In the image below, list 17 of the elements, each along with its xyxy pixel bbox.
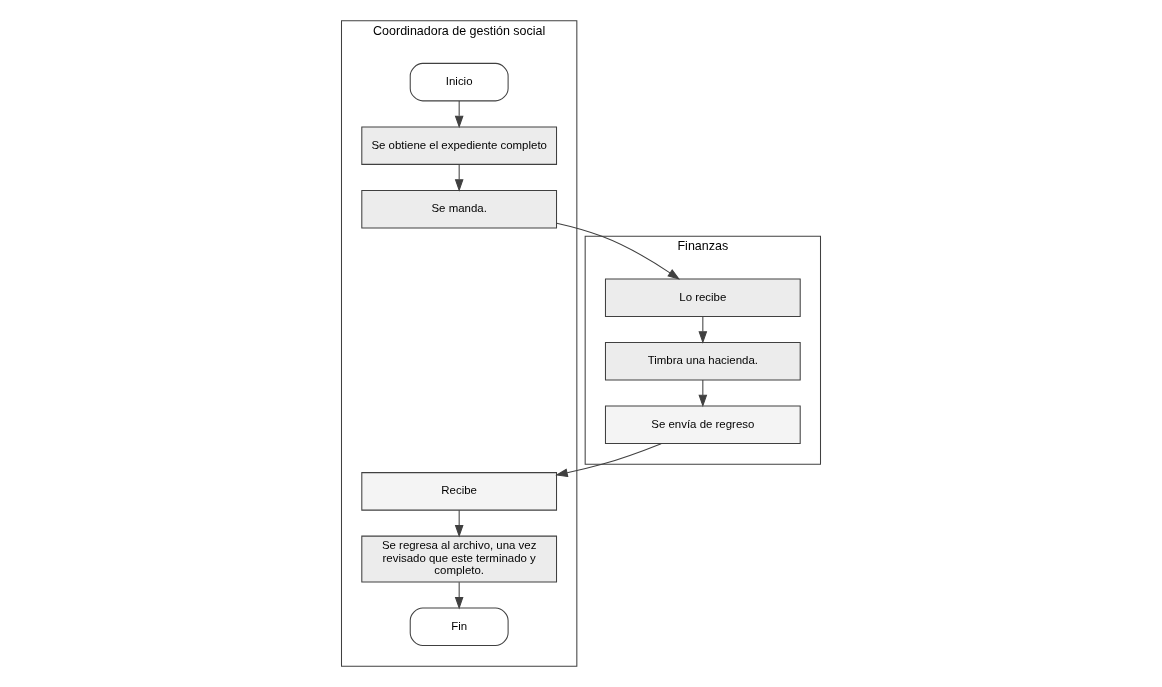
node-box: Timbra una hacienda.: [604, 341, 801, 381]
node-box: Se regresa al archivo, una vez revisado que este terminado y completo.: [361, 535, 558, 583]
arrow: [555, 443, 662, 477]
arrow: [454, 100, 464, 129]
node-box: Lo recibe: [604, 278, 801, 317]
node-box: Fin: [409, 607, 509, 646]
arrow: [454, 509, 464, 538]
arrow: [454, 581, 464, 610]
node-box: Se envía de regreso: [604, 405, 801, 444]
arrow: [698, 379, 708, 408]
node-box: Inicio: [409, 62, 509, 102]
node-box: Recibe: [361, 472, 558, 511]
arrow: [556, 222, 681, 280]
arrow: [454, 163, 464, 192]
arrow: [698, 316, 708, 344]
node-box: Se obtiene el expediente completo: [361, 126, 558, 165]
node-box: Se manda.: [361, 189, 558, 229]
